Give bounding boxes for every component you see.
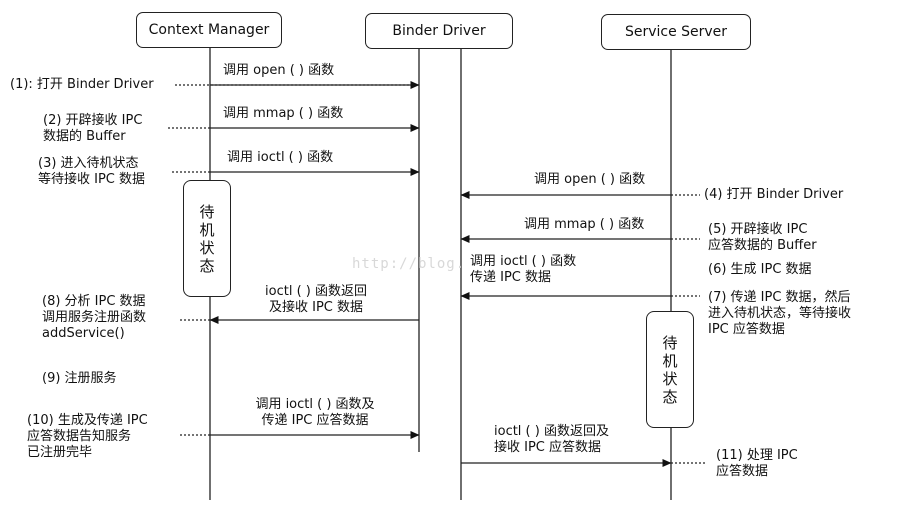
waiting-state-label-cm: 待 机 状 态: [199, 202, 215, 275]
msg-ioctl-cm: 调用 ioctl ( ) 函数: [227, 150, 334, 165]
step-8-label: (8) 分析 IPC 数据 调用服务注册函数 addService(): [42, 294, 147, 341]
waiting-state-service-server: 待 机 状 态: [646, 311, 694, 428]
msg-mmap-cm: 调用 mmap ( ) 函数: [223, 106, 344, 121]
step-2-label: (2) 开辟接收 IPC 数据的 Buffer: [43, 113, 143, 144]
participant-binder-driver-label: Binder Driver: [392, 23, 486, 39]
msg-mmap-ss: 调用 mmap ( ) 函数: [524, 217, 645, 232]
step-6-label: (6) 生成 IPC 数据: [708, 262, 812, 277]
participant-context-manager: Context Manager: [136, 12, 282, 48]
msg-open-ss: 调用 open ( ) 函数: [534, 172, 646, 187]
waiting-state-label-ss: 待 机 状 态: [662, 333, 678, 406]
waiting-state-context-manager: 待 机 状 态: [183, 180, 231, 297]
msg-ioctl-ss: 调用 ioctl ( ) 函数 传递 IPC 数据: [470, 254, 577, 285]
participant-service-server-label: Service Server: [624, 24, 728, 40]
step-10-label: (10) 生成及传递 IPC 应答数据告知服务 已注册完毕: [27, 413, 148, 460]
msg-ioctl-reply-cm: 调用 ioctl ( ) 函数及 传递 IPC 应答数据: [255, 397, 375, 428]
participant-service-server: Service Server: [601, 14, 751, 50]
participant-context-manager-label: Context Manager: [148, 22, 270, 38]
msg-ioctl-return-cm: ioctl ( ) 函数返回 及接收 IPC 数据: [265, 284, 367, 315]
step-5-label: (5) 开辟接收 IPC 应答数据的 Buffer: [708, 222, 817, 253]
msg-ioctl-return-ss: ioctl ( ) 函数返回及 接收 IPC 应答数据: [494, 424, 609, 455]
step-11-label: (11) 处理 IPC 应答数据: [716, 448, 798, 479]
step-1-label: (1): 打开 Binder Driver: [10, 77, 154, 92]
step-4-label: (4) 打开 Binder Driver: [704, 187, 844, 202]
step-3-label: (3) 进入待机状态 等待接收 IPC 数据: [38, 156, 146, 187]
watermark: http://blog.: [352, 256, 466, 272]
step-7-label: (7) 传递 IPC 数据，然后 进入待机状态，等待接收 IPC 应答数据: [708, 290, 852, 337]
msg-open-cm: 调用 open ( ) 函数: [223, 63, 335, 78]
step-9-label: (9) 注册服务: [42, 371, 117, 386]
participant-binder-driver: Binder Driver: [365, 13, 513, 49]
